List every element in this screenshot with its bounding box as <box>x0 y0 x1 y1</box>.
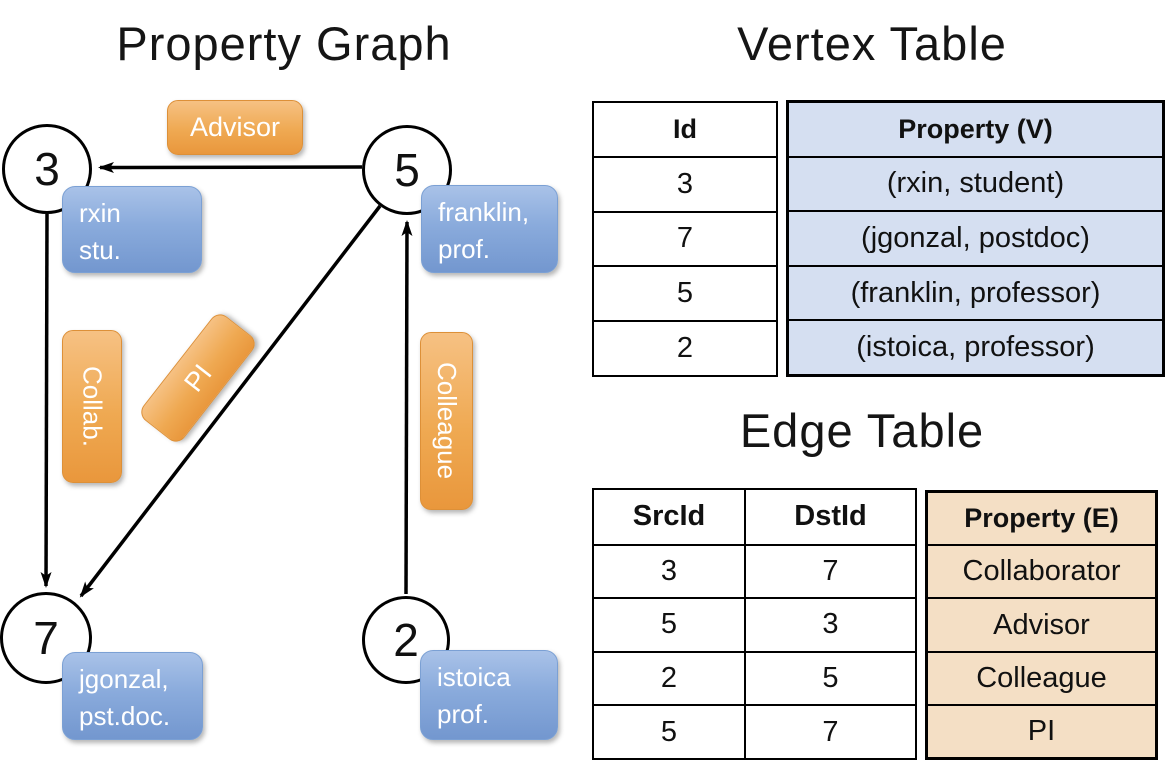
edge-table-property-header: Property (E) <box>964 503 1119 534</box>
vertex-label-jgonzal-line1: jgonzal, <box>79 664 169 694</box>
edge-table-property-column: Property (E) Collaborator Advisor Collea… <box>925 490 1158 760</box>
edge-label-collab: Collab. <box>62 330 122 483</box>
property-graph-panel: Property Graph Advisor Collab. PI Collea… <box>0 17 558 740</box>
edge-table-dst-cell: 5 <box>744 650 915 705</box>
vertex-node-5-id: 5 <box>394 144 420 196</box>
edge-table-property-cell: Advisor <box>928 597 1155 650</box>
vertex-label-istoica-line1: istoica <box>437 662 511 692</box>
vertex-node-3: 3 <box>2 124 92 214</box>
vertex-label-rxin-line2: stu. <box>79 235 121 265</box>
vertex-label-jgonzal: jgonzal, pst.doc. <box>62 652 203 740</box>
edge-table-property-cell: PI <box>928 703 1155 757</box>
edge-label-colleague-text: Colleague <box>432 362 462 480</box>
vertex-table-id-cell: 2 <box>594 320 776 375</box>
vertex-table-id-header: Id <box>673 113 697 144</box>
graph-title: Property Graph <box>116 17 452 70</box>
vertex-table-id-cell: 3 <box>594 155 776 211</box>
edge-table-src-cell: 3 <box>594 543 744 598</box>
vertex-node-3-id: 3 <box>34 143 60 195</box>
edge-table-src-cell: 2 <box>594 650 744 705</box>
edge-table-dst-cell: 7 <box>744 543 915 598</box>
edge-pi-5-to-7 <box>79 204 382 598</box>
vertex-label-rxin-line1: rxin <box>79 198 121 228</box>
vertex-node-2-id: 2 <box>393 614 419 666</box>
vertex-label-franklin: franklin, prof. <box>421 185 558 273</box>
edge-label-pi-text: PI <box>177 358 218 397</box>
vertex-table-property-cell: (istoica, professor) <box>789 319 1162 374</box>
edge-table-src-cell: 5 <box>594 597 744 651</box>
vertex-table-id-cell: 7 <box>594 210 776 266</box>
edge-label-collab-text: Collab. <box>77 366 108 447</box>
vertex-table-title: Vertex Table <box>737 17 1007 70</box>
vertex-node-5: 5 <box>362 125 452 215</box>
vertex-table-id-cell: 5 <box>594 265 776 320</box>
vertex-table-id-column: Id 3 7 5 2 <box>592 101 778 377</box>
edge-table-src-header: SrcId <box>632 500 706 533</box>
edge-label-advisor: Advisor <box>167 100 303 155</box>
vertex-label-franklin-line1: franklin, <box>438 197 530 227</box>
vertex-table-property-cell: (rxin, student) <box>789 155 1162 211</box>
edge-label-colleague: Colleague <box>420 332 473 510</box>
edge-colleague-2-to-5 <box>401 220 413 595</box>
edge-table-dst-cell: 7 <box>744 704 915 758</box>
vertex-table-property-cell: (franklin, professor) <box>789 264 1162 320</box>
edge-table-dst-header: DstId <box>744 490 915 544</box>
vertex-label-rxin: rxin stu. <box>62 186 202 273</box>
edge-table-dst-cell: 3 <box>744 597 915 651</box>
graph-edges-layer <box>40 161 413 598</box>
edge-collaborator-3-to-7 <box>40 213 52 588</box>
vertex-label-istoica: istoica prof. <box>420 650 558 740</box>
edge-table-property-cell: Collaborator <box>928 544 1155 597</box>
vertex-node-7-id: 7 <box>33 612 59 664</box>
vertex-table-property-column: Property (V) (rxin, student) (jgonzal, p… <box>786 100 1165 377</box>
edge-table-title: Edge Table <box>739 404 985 457</box>
edge-advisor-5-to-3 <box>98 161 363 173</box>
edge-table-src-cell: 5 <box>594 704 744 758</box>
vertex-table-property-header: Property (V) <box>898 113 1053 144</box>
vertex-label-istoica-line2: prof. <box>437 699 490 729</box>
edge-label-advisor-text: Advisor <box>189 112 281 142</box>
vertex-label-franklin-line2: prof. <box>438 234 491 264</box>
vertex-table-property-cell: (jgonzal, postdoc) <box>789 210 1162 265</box>
edge-table-property-cell: Colleague <box>928 650 1155 704</box>
edge-table-id-columns: SrcId DstId 3 7 5 3 2 5 5 7 <box>592 488 917 760</box>
vertex-label-jgonzal-line2: pst.doc. <box>79 701 171 731</box>
